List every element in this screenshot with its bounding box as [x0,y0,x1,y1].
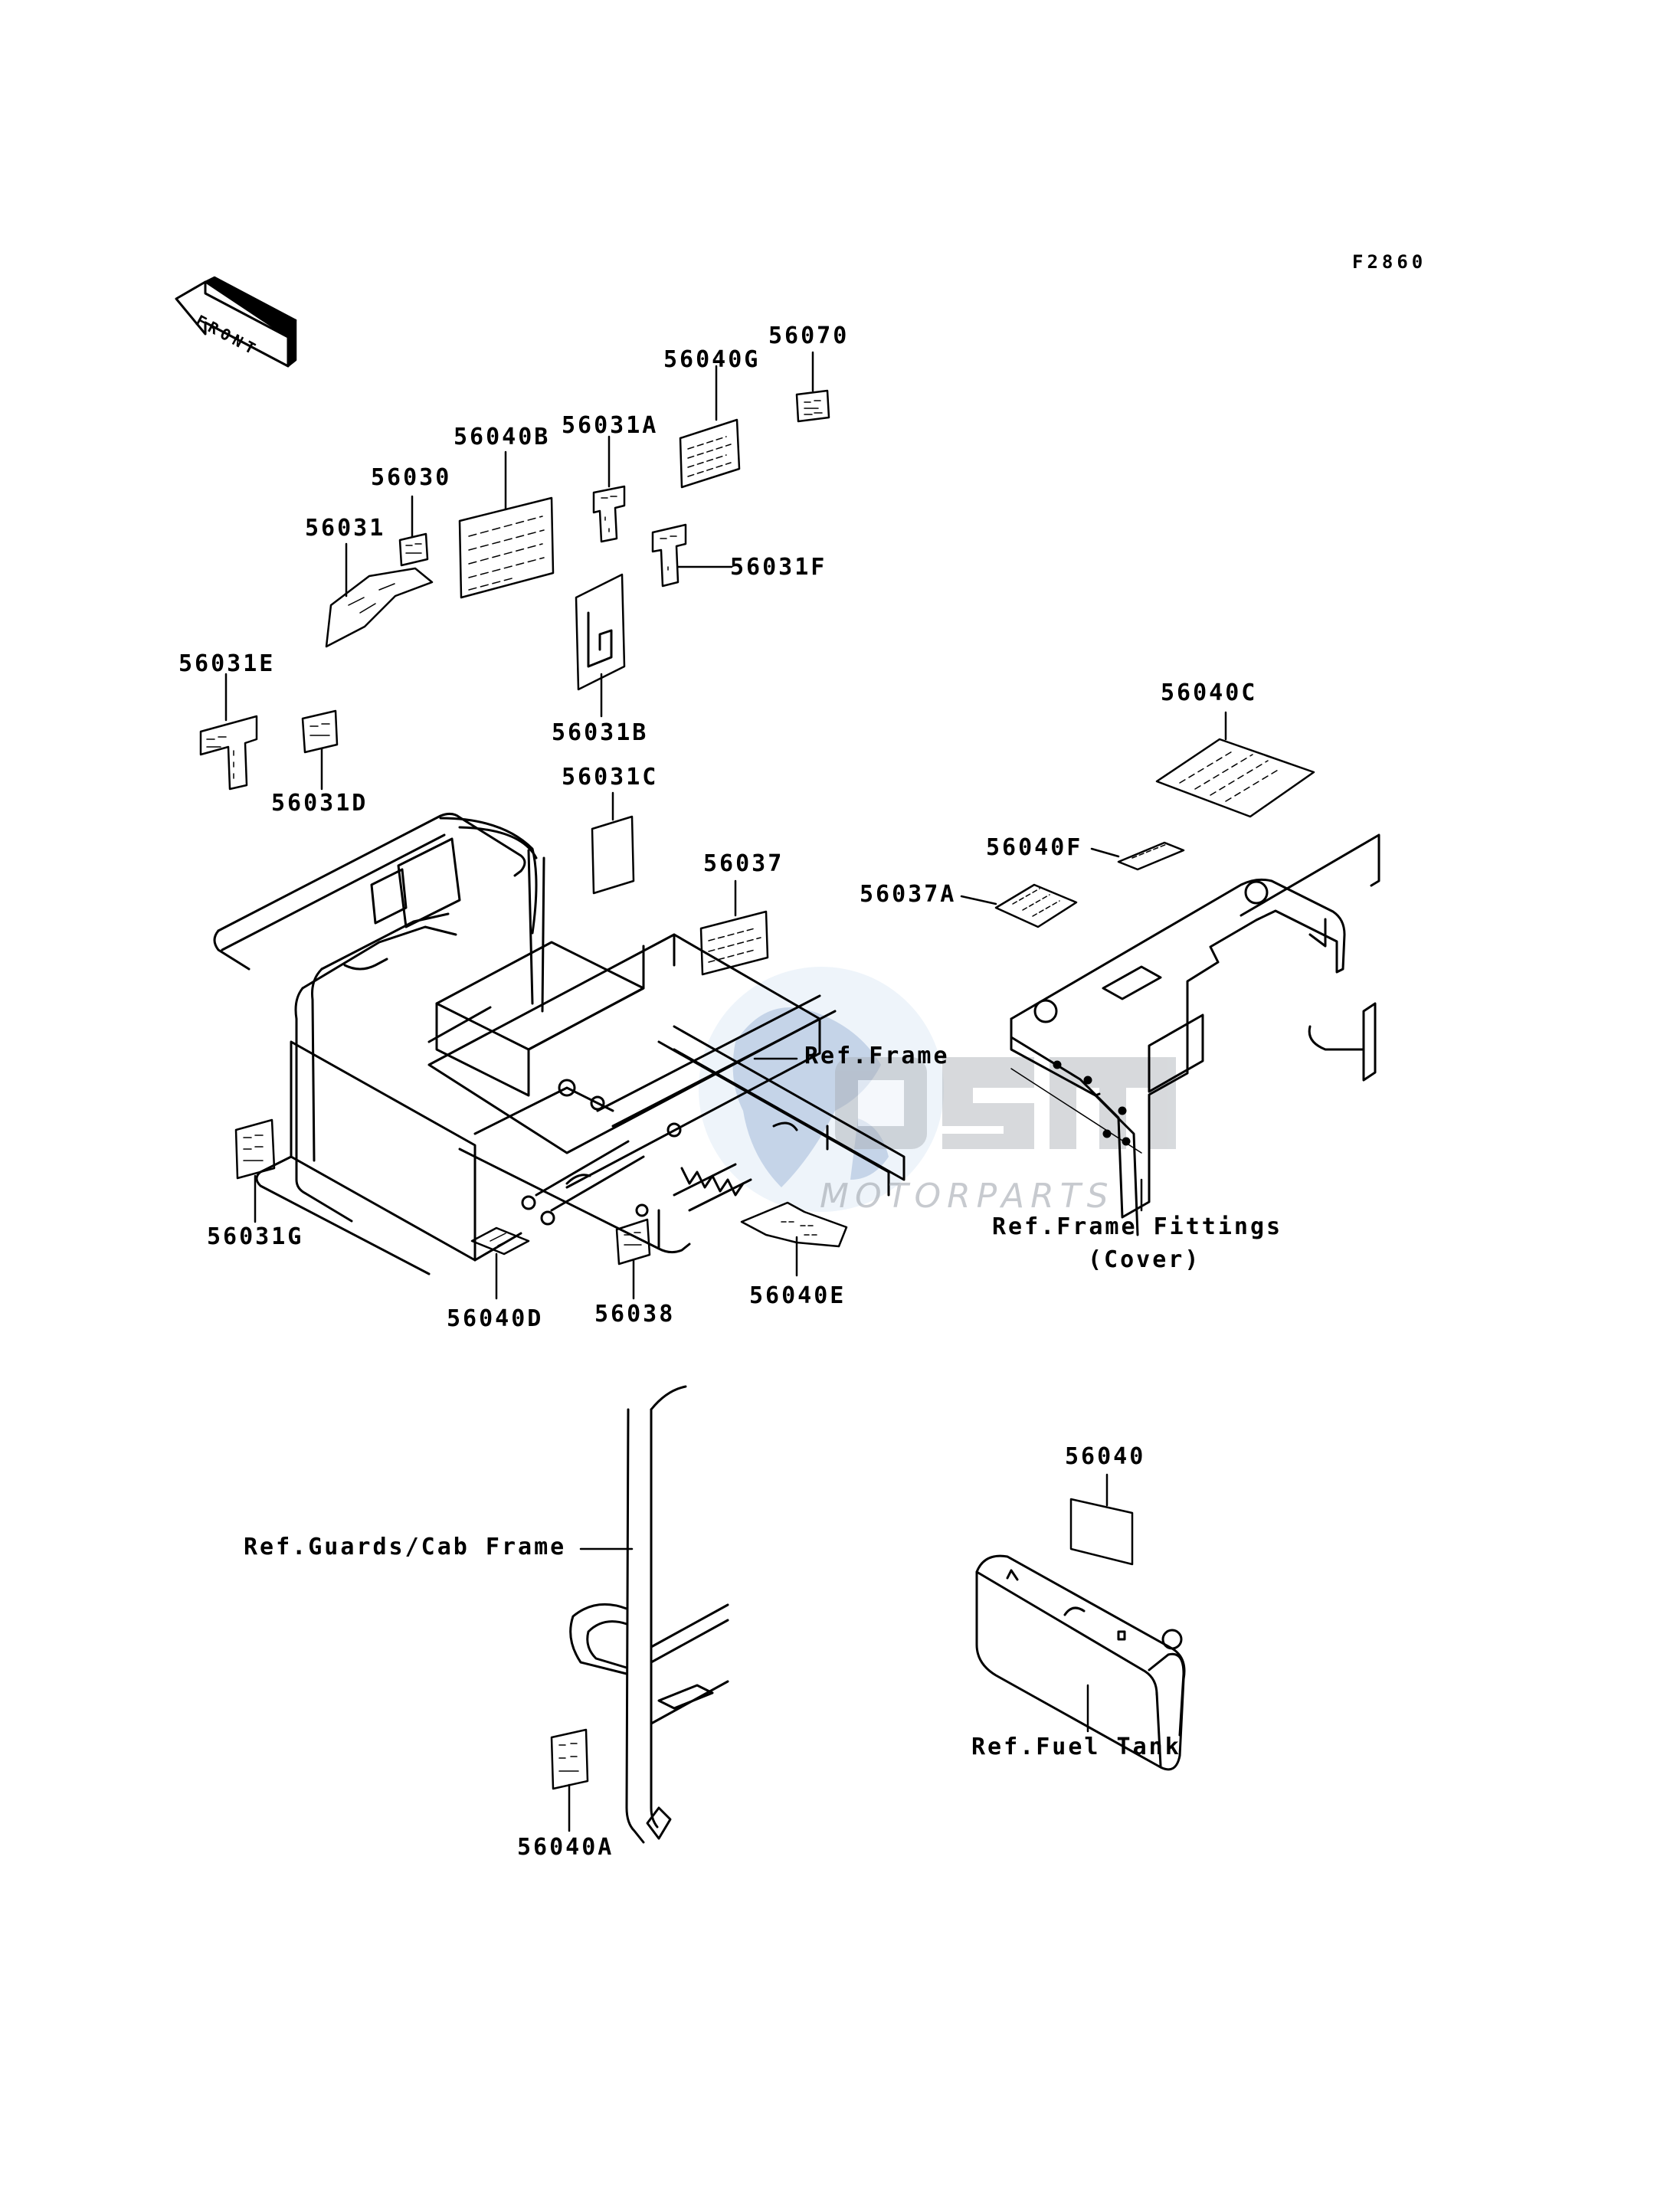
ref-fuel-tank-label: Ref.Fuel Tank [971,1734,1181,1760]
ref-frame-label: Ref.Frame [804,1043,950,1069]
part-label-56040A: 56040A [517,1834,614,1861]
part-label-56031A: 56031A [562,412,659,439]
watermark-subtext: MOTORPARTS [820,1177,1115,1216]
frame-fittings-cover-drawing [1010,833,1380,1236]
main-frame-drawing [213,812,905,1275]
decal-56040A [550,1728,589,1790]
decal-56031G [234,1118,276,1180]
decal-56070 [795,389,830,423]
decal-56040G [679,418,741,489]
part-label-56031G: 56031G [207,1223,304,1250]
part-label-56040B: 56040B [454,424,551,450]
part-label-56040F: 56040F [986,834,1083,861]
part-label-56030: 56030 [371,464,452,491]
ref-frame-fittings-sub-label: (Cover) [1088,1246,1201,1273]
part-label-56031D: 56031D [271,790,368,817]
guards-cab-frame-drawing [569,1385,729,1844]
front-arrow-icon [175,276,297,368]
part-label-56031C: 56031C [562,764,659,791]
decal-56031D [301,709,339,754]
decal-56030 [398,532,429,567]
fuel-tank-drawing [975,1554,1186,1771]
watermark-logo [835,1057,1176,1149]
decal-56040E [740,1201,848,1248]
ref-guards-label: Ref.Guards/Cab Frame [244,1534,567,1560]
decal-56040B [458,496,555,599]
decal-56040F [1117,841,1185,871]
part-label-56040E: 56040E [749,1282,847,1309]
ref-frame-fittings-label: Ref.Frame Fittings [992,1213,1283,1240]
part-label-56031E: 56031E [178,650,276,677]
part-label-56038: 56038 [594,1301,676,1328]
part-label-56040G: 56040G [663,346,761,373]
part-label-56037: 56037 [703,850,784,877]
part-label-56031: 56031 [305,515,386,542]
part-label-56070: 56070 [768,323,850,349]
decal-56031B [575,573,626,691]
figure-code: F2860 [1352,251,1427,273]
decal-56031E [199,715,258,791]
part-label-56040C: 56040C [1161,679,1258,706]
decal-56031C [591,815,635,895]
decal-56031F [651,523,687,588]
decal-56037 [699,910,769,976]
decal-56031 [325,567,434,648]
part-label-56040: 56040 [1065,1443,1146,1470]
part-label-56031F: 56031F [730,554,827,581]
decal-56031A [592,485,626,543]
part-label-56031B: 56031B [552,719,649,746]
decal-56040C [1155,738,1315,818]
decal-56037A [994,883,1078,928]
decal-56040 [1069,1498,1134,1566]
part-label-56037A: 56037A [860,881,957,908]
part-label-56040D: 56040D [447,1305,544,1332]
decal-56040D [470,1226,530,1256]
